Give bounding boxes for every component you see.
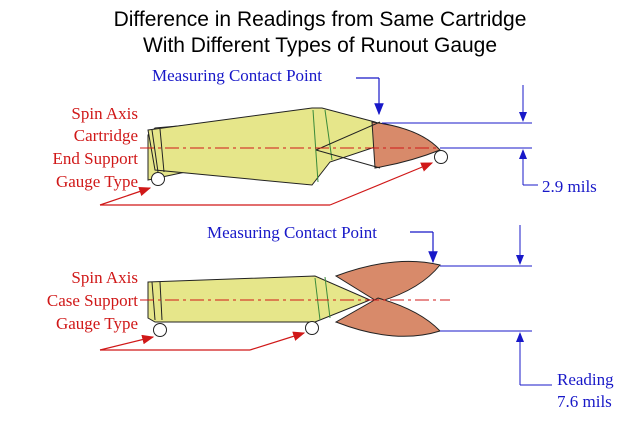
bottom-contact-label: Measuring Contact Point bbox=[207, 223, 377, 242]
top-type-label-1: Spin Axis bbox=[71, 104, 138, 123]
bottom-type-label-3: Gauge Type bbox=[55, 314, 138, 333]
top-end-support-right bbox=[434, 150, 448, 164]
bottom-case bbox=[147, 275, 372, 323]
bottom-case-support-left bbox=[153, 323, 167, 337]
bottom-type-label-1: Spin Axis bbox=[71, 268, 138, 287]
top-type-label-2: Cartridge bbox=[73, 126, 138, 145]
bottom-reading-label: Reading bbox=[557, 370, 614, 389]
bottom-bullet-lower bbox=[334, 297, 441, 337]
title-line-1: Difference in Readings from Same Cartrid… bbox=[113, 8, 527, 31]
top-end-support-left bbox=[151, 172, 165, 186]
top-type-label-3: End Support bbox=[52, 149, 138, 168]
top-bullet bbox=[371, 121, 441, 169]
top-reading-value: 2.9 mils bbox=[542, 177, 597, 196]
bottom-cartridge bbox=[140, 260, 450, 337]
title-line-2: With Different Types of Runout Gauge bbox=[142, 34, 498, 57]
bottom-bullet-upper bbox=[334, 260, 441, 303]
bottom-reading-value: 7.6 mils bbox=[557, 392, 612, 411]
bottom-type-label-2: Case Support bbox=[46, 291, 138, 310]
top-type-label-4: Gauge Type bbox=[55, 172, 138, 191]
top-cartridge bbox=[140, 107, 450, 186]
top-contact-label: Measuring Contact Point bbox=[152, 66, 322, 85]
bottom-case-support-right bbox=[305, 321, 319, 335]
